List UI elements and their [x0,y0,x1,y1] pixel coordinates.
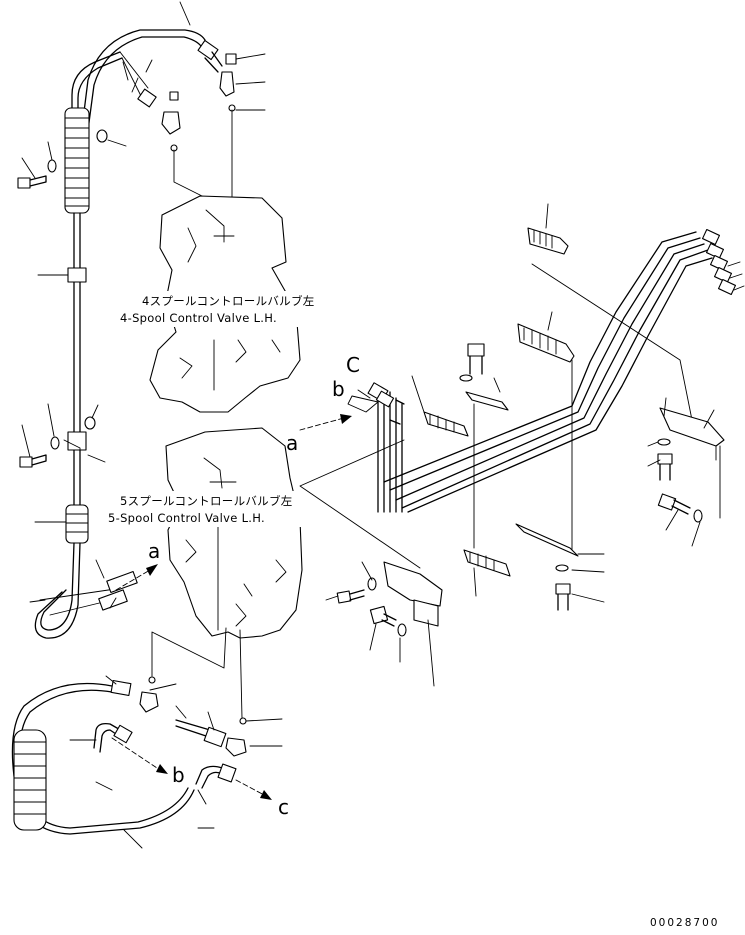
valve-5-label-jp: 5スプールコントロールバルブ左 [120,494,293,508]
left-vertical-tube [34,212,138,639]
drawing-code: 00028700 [650,917,719,929]
right-clamps [411,203,693,611]
right-bracket [647,397,725,547]
flow-arrows [111,414,352,800]
upper-left-hose [71,29,223,141]
marker-a-upper: a [286,431,298,455]
valve-5-label-en: 5-Spool Control Valve L.H. [108,511,265,525]
marker-a-lower: a [148,539,160,563]
valve-5-spool [165,427,303,639]
marker-c-lower: c [278,795,289,819]
left-bolts [17,129,108,468]
marker-c-upper: C [346,353,360,377]
marker-b-lower: b [172,763,185,787]
right-tube-bundle [347,228,745,513]
leader-lines-left [21,1,191,609]
leader-lines-lower [69,675,283,849]
center-bracket [299,439,443,687]
top-fittings [161,53,266,211]
lower-left-hoses [11,679,247,835]
valve-4-label-en: 4-Spool Control Valve L.H. [120,311,277,325]
valve-4-label-jp: 4スプールコントロールバルブ左 [142,294,315,308]
marker-b-upper: b [332,377,345,401]
spiral-guard-upper [64,107,90,214]
lower-connections [148,627,283,725]
